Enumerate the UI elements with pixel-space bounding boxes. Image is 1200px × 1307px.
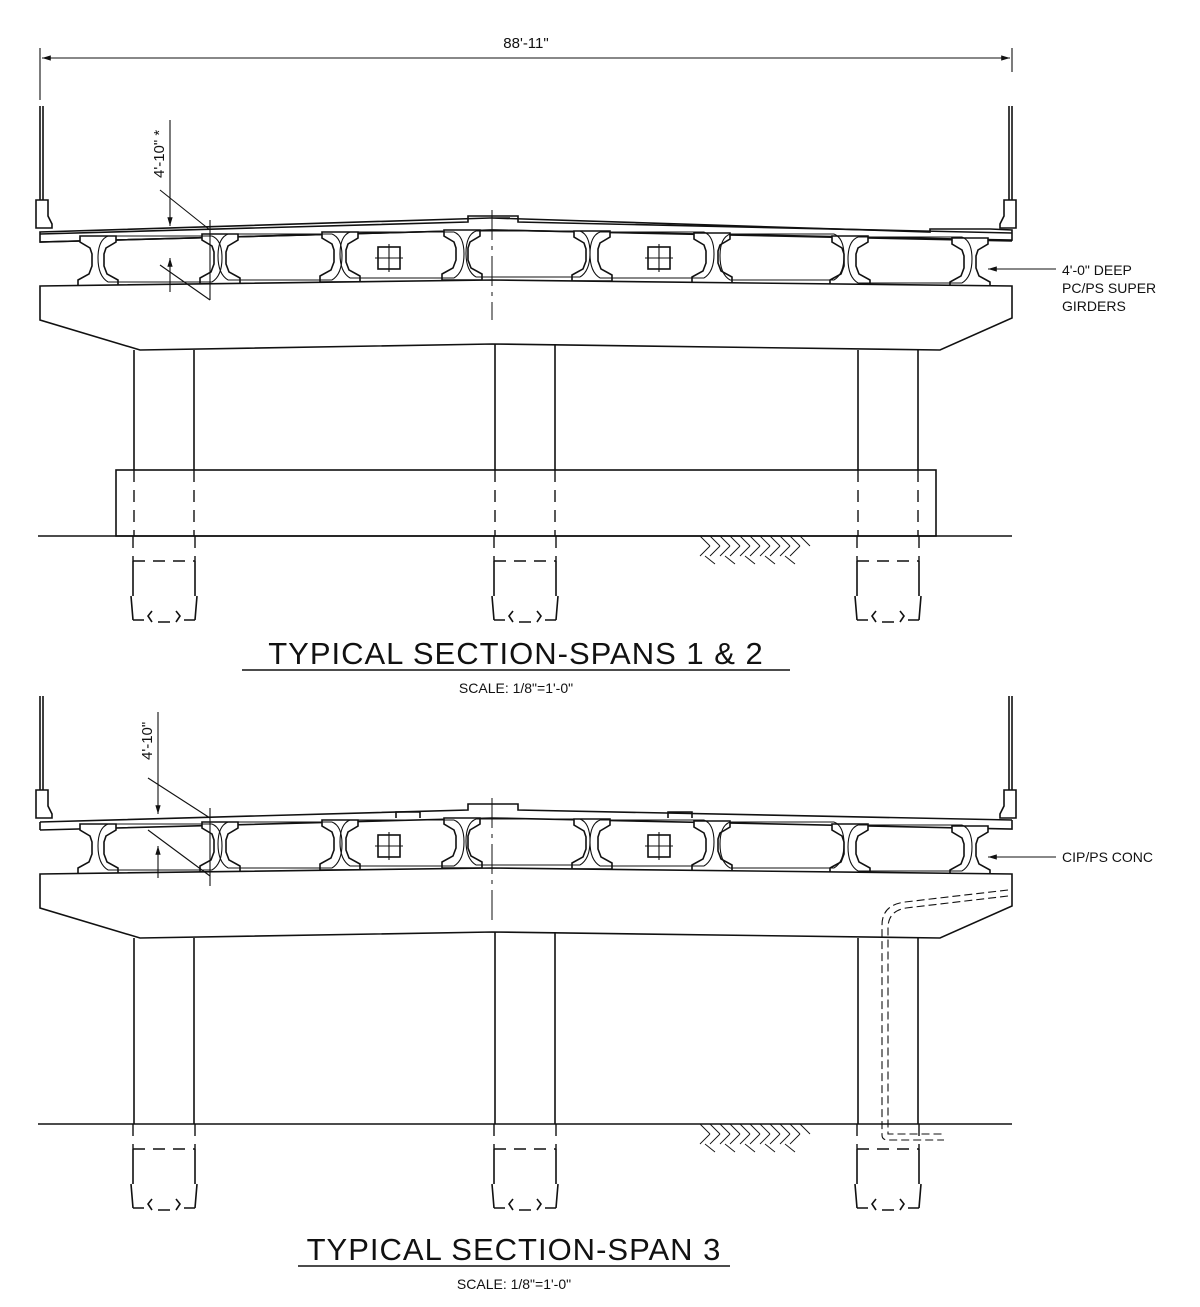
depth-dimension: 4'-10" * — [151, 120, 211, 301]
diaphragm-marker — [375, 244, 673, 272]
callout-line-3: GIRDERS — [1062, 298, 1126, 314]
section-title: TYPICAL SECTION-SPANS 1 & 2 — [268, 636, 764, 671]
callout-line-1: 4'-0" DEEP — [1062, 262, 1132, 278]
diaphragm-marker — [375, 832, 673, 860]
footing — [115, 469, 937, 537]
depth-dimension-label: 4'-10" * — [151, 130, 168, 178]
girder — [441, 817, 483, 869]
pier-columns — [133, 344, 919, 470]
depth-dimension: 4'-10" — [139, 712, 211, 886]
drilled-shafts — [130, 1123, 922, 1211]
girder-callout: CIP/PS CONC — [988, 849, 1153, 865]
ground-hatch — [699, 535, 811, 565]
depth-dimension-label: 4'-10" — [139, 722, 156, 760]
overall-dimension: 88'-11" — [39, 35, 1013, 100]
girder-row — [77, 229, 991, 289]
drilled-shafts — [130, 535, 922, 623]
ground-hatch — [699, 1123, 811, 1153]
deck-slab — [39, 803, 1013, 831]
pier-columns — [133, 932, 919, 1124]
section-title: TYPICAL SECTION-SPAN 3 — [307, 1232, 722, 1267]
overall-dimension-label: 88'-11" — [503, 35, 548, 52]
girder — [571, 230, 613, 282]
left-barrier — [35, 695, 53, 819]
drain-pipe — [881, 889, 1009, 1141]
right-barrier — [999, 105, 1017, 229]
callout-line-2: PC/PS SUPER — [1062, 280, 1156, 296]
pier-cap — [39, 279, 1013, 351]
section-scale: SCALE: 1/8"=1'-0" — [459, 680, 573, 696]
pier-cap — [39, 867, 1013, 939]
section-spans-1-2: 4'-10" * 4'-0" DEEP PC/PS SUPER GIRDERS … — [35, 105, 1156, 696]
left-barrier — [35, 105, 53, 229]
section-scale: SCALE: 1/8"=1'-0" — [457, 1276, 571, 1292]
section-span-3: 4'-10" CIP/PS CONC TYPICAL SECTION-SPAN … — [35, 695, 1153, 1292]
right-barrier — [999, 695, 1017, 819]
girder — [571, 818, 613, 870]
girder-row — [77, 817, 991, 877]
callout-line-1: CIP/PS CONC — [1062, 849, 1153, 865]
girder — [441, 229, 483, 281]
girder-callout: 4'-0" DEEP PC/PS SUPER GIRDERS — [988, 262, 1156, 314]
